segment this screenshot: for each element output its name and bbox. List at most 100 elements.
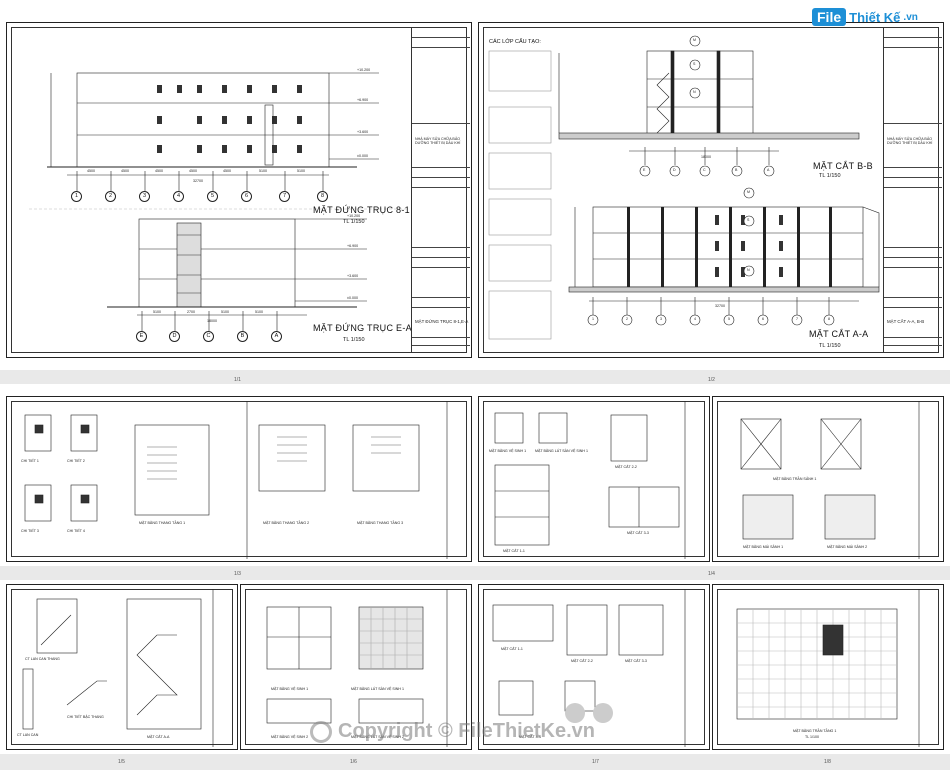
sheet-number: 1/6 (350, 759, 357, 765)
axis-label: 3 (660, 317, 662, 321)
dim-total: 18000 (701, 155, 711, 159)
axis-label: 4 (694, 317, 696, 321)
dim-label: 4500 (87, 169, 95, 173)
level-label: ±0.000 (347, 296, 358, 300)
drawing-sheet-9[interactable]: MẶT BẰNG TRẦN TẦNG 1 TL 1/100 (712, 584, 944, 750)
plan-label: MẶT BẰNG LÁT SÀN VỆ SINH 2 (351, 735, 404, 739)
drawing-sheet-8[interactable]: MẶT CẮT 1-1 MẶT CẮT 2-2 MẶT CẮT 3-3 MẶT … (478, 584, 710, 750)
axis-bubble: 5 (207, 191, 218, 202)
sheet-separator (0, 754, 950, 770)
axis-bubble: A (271, 331, 282, 342)
detail-label: CHI TIẾT 2 (67, 459, 85, 463)
plan-label: MẶT BẰNG THANG TẦNG 3 (357, 521, 404, 525)
logo-box: File (812, 8, 847, 26)
section-label: MẶT CẮT 1-1 (503, 549, 525, 553)
dim-label: 5100 (255, 310, 263, 314)
sheet-number: 1/7 (592, 759, 599, 765)
dim-label: 5100 (297, 169, 305, 173)
stair-section-drawing (22, 589, 214, 747)
axis-bubble: 7 (279, 191, 290, 202)
plan-label: MẶT BẰNG LÁT SÀN VỆ SINH 1 (535, 449, 588, 453)
dim-label: 4500 (121, 169, 129, 173)
sheet-number: 1/5 (118, 759, 125, 765)
plan-label: MẶT BẰNG THANG TẦNG 2 (263, 521, 310, 525)
toilet-plans-drawing (266, 589, 448, 747)
section-title-b-b: MẶT CẮT B-B (813, 161, 873, 171)
axis-bubble: 4 (173, 191, 184, 202)
dim-total: 18000 (207, 319, 217, 323)
dim-label: 4500 (155, 169, 163, 173)
section-drawings (488, 35, 880, 340)
section-scale: TL 1/150 (819, 343, 841, 349)
dim-total: 32700 (193, 179, 203, 183)
axis-label: A (767, 168, 770, 172)
logo-domain: .vn (903, 11, 918, 23)
sheet-separator (0, 370, 950, 384)
level-label: +3.600 (347, 274, 359, 278)
stair-plans-drawing (24, 401, 448, 559)
axis-bubble: E (136, 331, 147, 342)
marker-label: M (693, 38, 696, 42)
drawing-sheet-1[interactable]: 1 2 3 4 5 6 7 8 E D C B A 4500 4500 4500… (6, 22, 472, 358)
plan-label: MẶT BẰNG VỆ SINH 1 (489, 449, 527, 453)
plan-label: MẶT BẰNG TRẦN TẦNG 1 (793, 729, 837, 733)
elevation-title-e-a: MẶT ĐỨNG TRỤC E-A (313, 323, 412, 333)
sheet-title: MẶT CẮT A-A, B-B (887, 319, 925, 324)
sheet-separator (0, 566, 950, 580)
sheet-number: 1/4 (708, 571, 715, 577)
dim-label: 5100 (221, 310, 229, 314)
elevation-scale: TL 1/150 (343, 219, 365, 225)
ceiling-plan-drawing (736, 589, 920, 747)
toilet-sections-drawing (494, 401, 686, 559)
axis-label: D (673, 168, 676, 172)
project-name: NHÀ MÁY SỬA CHỮA BẢO DƯỠNG THIẾT BỊ DẦU … (415, 137, 461, 145)
detail-sections-drawing (492, 589, 686, 747)
section-label: MẶT CẮT 4-4 (519, 735, 541, 739)
dim-label: 2700 (187, 310, 195, 314)
detail-label: CT LAN CAN (17, 733, 39, 737)
axis-label: 7 (796, 317, 798, 321)
plan-label: MẶT BẰNG LÁT SÀN VỆ SINH 1 (351, 687, 404, 691)
axis-bubble: 8 (317, 191, 328, 202)
sheet-number: 1/3 (234, 571, 241, 577)
level-label: +6.900 (357, 98, 369, 102)
drawing-sheet-5[interactable]: MẶT BẰNG TRẦN SẢNH 1 MẶT BẰNG MÁI SẢNH 1… (712, 396, 944, 562)
detail-label: CHI TIẾT 3 (21, 529, 39, 533)
drawing-sheet-4[interactable]: MẶT BẰNG VỆ SINH 1 MẶT BẰNG LÁT SÀN VỆ S… (478, 396, 710, 562)
detail-label: CHI TIẾT 4 (67, 529, 85, 533)
section-label: MẶT CẮT 2-2 (615, 465, 637, 469)
sheet-title: MẶT ĐỨNG TRỤC 8-1,E-A (415, 319, 469, 324)
sheet-frame (11, 589, 233, 745)
sheet-number: 1/8 (824, 759, 831, 765)
title-block: NHÀ MÁY SỬA CHỮA BẢO DƯỠNG THIẾT BỊ DẦU … (411, 27, 470, 353)
detail-label: CHI TIẾT BẬC THANG (67, 715, 104, 719)
watermark: Copyright © FileThietKe.vn (310, 720, 595, 743)
sheet-frame (717, 401, 939, 557)
marker-label: M (747, 190, 750, 194)
axis-label: 1 (592, 317, 594, 321)
axis-bubble: B (237, 331, 248, 342)
drawing-sheet-3[interactable]: CHI TIẾT 1 CHI TIẾT 2 CHI TIẾT 3 CHI TIẾ… (6, 396, 472, 562)
plan-label: MẶT BẰNG MÁI SẢNH 1 (743, 545, 784, 549)
marker-label: N (747, 268, 750, 272)
watermark-icon (310, 720, 332, 743)
axis-bubble: 6 (241, 191, 252, 202)
project-name: NHÀ MÁY SỬA CHỮA BẢO DƯỠNG THIẾT BỊ DẦU … (887, 137, 933, 145)
drawing-sheet-7[interactable]: MẶT BẰNG VỆ SINH 1 MẶT BẰNG LÁT SÀN VỆ S… (240, 584, 472, 750)
dim-label: 4500 (223, 169, 231, 173)
sheet-frame (483, 401, 705, 557)
plan-label: MẶT BẰNG MÁI SẢNH 2 (827, 545, 868, 549)
site-logo[interactable]: File Thiết Kế .vn (812, 8, 918, 26)
watermark-text: Copyright © FileThietKe.vn (338, 720, 595, 742)
drawing-sheet-2[interactable]: CÁC LỚP CẤU TẠO: (478, 22, 944, 358)
sheet-number: 1/1 (234, 377, 241, 383)
axis-label: 8 (828, 317, 830, 321)
axis-label: 5 (728, 317, 730, 321)
axis-label: 2 (626, 317, 628, 321)
section-label: MẶT CẮT 3-3 (625, 659, 647, 663)
plan-scale: TL 1/100 (805, 735, 820, 739)
title-block: NHÀ MÁY SỬA CHỮA BẢO DƯỠNG THIẾT BỊ DẦU … (883, 27, 942, 353)
drawing-sheet-6[interactable]: CT LAN CAN THANG CT LAN CAN CHI TIẾT BẬC… (6, 584, 238, 750)
elevation-title-8-1: MẶT ĐỨNG TRỤC 8-1 (313, 205, 410, 215)
plan-label: MẶT BẰNG TRẦN SẢNH 1 (773, 477, 817, 481)
